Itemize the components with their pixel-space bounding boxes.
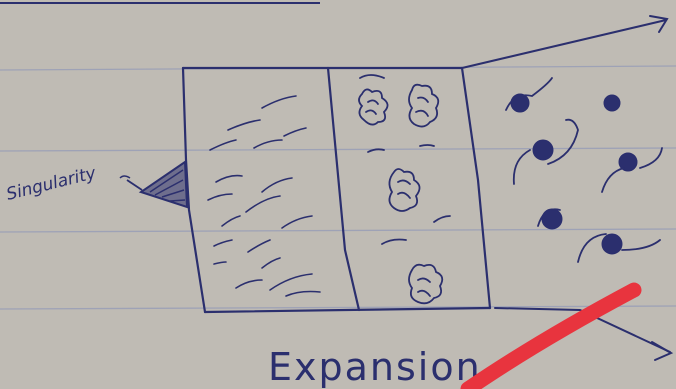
- galaxy-2: [604, 95, 620, 111]
- galaxy-6: [602, 234, 622, 254]
- galaxy-3: [533, 140, 553, 160]
- expansion-label: Expansion: [268, 345, 482, 389]
